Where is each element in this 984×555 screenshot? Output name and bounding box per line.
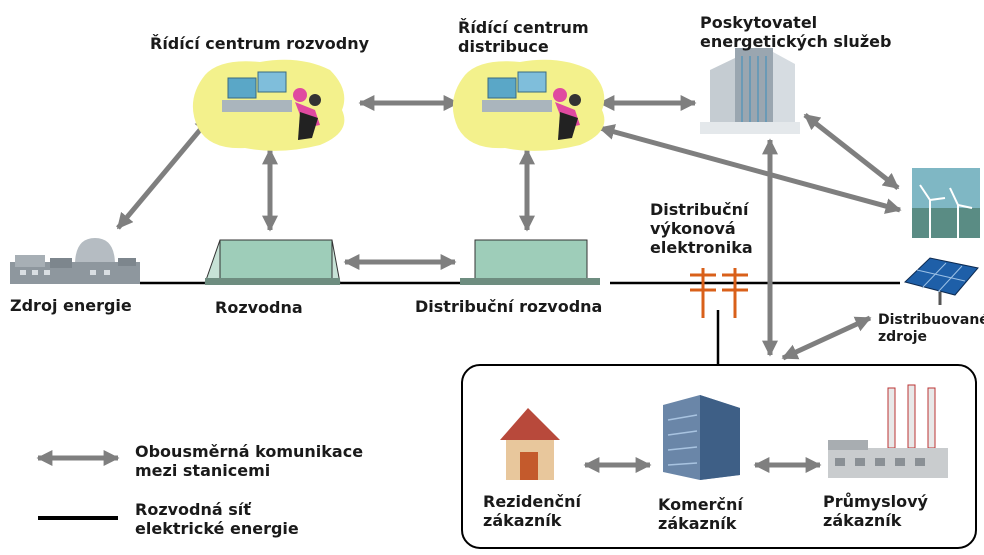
arrow-source-control [116,116,212,230]
label-distributed-sources: Distribuované zdroje [878,312,984,345]
power-plant-icon [10,238,140,284]
distribution-control-icon [452,59,605,151]
label-substation-control: Řídící centrum rozvodny [150,34,370,53]
factory-icon [828,384,948,478]
label-residential: Rezidenční zákazník [483,492,582,530]
solar-panel-icon [904,257,979,305]
label-substation: Rozvodna [215,298,303,317]
office-building-icon [663,395,740,480]
provider-building-icon [700,48,800,134]
wind-farm-icon [912,168,980,238]
legend-grid-label: Rozvodná síť elektrické energie [135,500,299,538]
arrow-distributed-customers [781,315,872,361]
customer-group-box [461,364,977,549]
label-industrial: Průmyslový zákazník [823,492,928,530]
label-distribution-substation: Distribuční rozvodna [415,297,603,316]
house-icon [500,408,560,480]
communication-arrows [36,94,902,474]
distribution-substation-box-icon [460,239,600,285]
label-distribution-control: Řídící centrum distribuce [458,18,589,56]
grid-lines [140,281,900,365]
substation-box-icon [204,239,341,285]
arrow-distcontrol-wind [598,124,902,214]
label-commercial: Komerční zákazník [658,495,743,533]
power-electronics-icon [690,268,748,318]
legend-comm-label: Obousměrná komunikace mezi stanicemi [135,442,364,480]
label-provider: Poskytovatel energetických služeb [700,13,892,51]
arrow-provider-wind [803,113,900,190]
label-energy-source: Zdroj energie [10,296,132,315]
label-power-electronics: Distribuční výkonová elektronika [650,200,753,257]
substation-control-icon [192,59,345,151]
